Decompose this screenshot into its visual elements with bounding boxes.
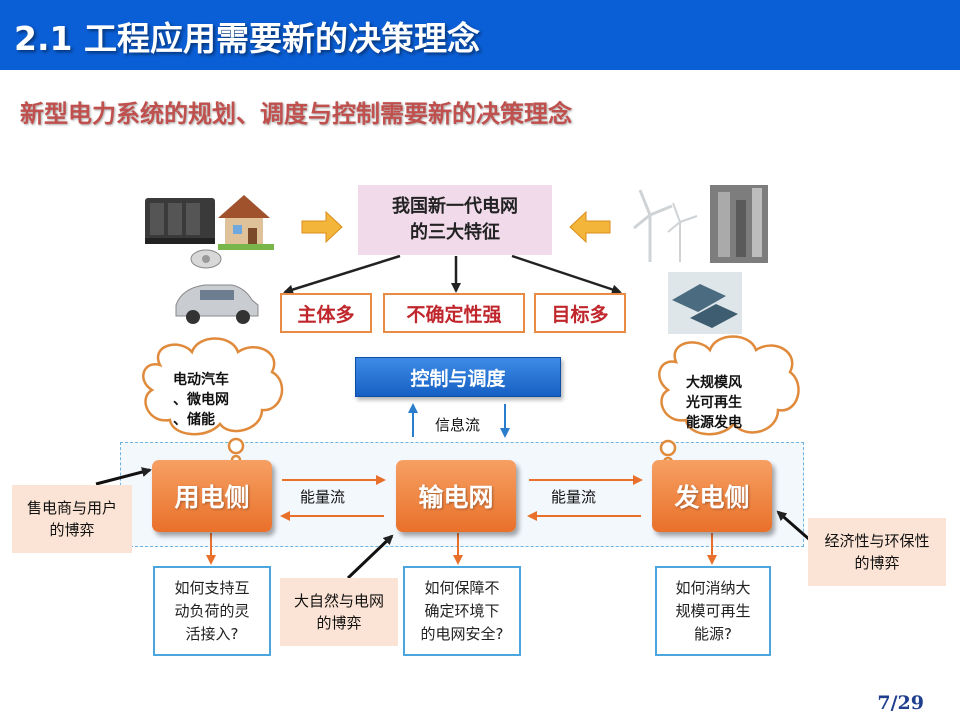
right-block-arrow [569, 210, 611, 244]
page-number: 7/29 [877, 692, 924, 714]
energy-flow-label-left: 能量流 [300, 488, 346, 506]
left-cloud [142, 337, 284, 466]
power-plant-icon [710, 185, 768, 263]
question-grid: 如何保障不 确定环境下 的电网安全? [403, 566, 521, 656]
question-generator: 如何消纳大 规模可再生 能源? [655, 566, 771, 656]
energy-flow-label-right: 能量流 [551, 488, 597, 506]
feature-many-entities: 主体多 [280, 293, 372, 333]
game-econ-env: 经济性与环保性 的博弈 [808, 518, 946, 586]
feature-multi-objective: 目标多 [534, 293, 626, 333]
generator-side-node: 发电侧 [652, 460, 772, 532]
solar-farm-icon [668, 272, 742, 334]
question-consumer: 如何支持互 动负荷的灵 活接入? [153, 566, 271, 656]
feature-uncertainty: 不确定性强 [383, 293, 525, 333]
left-block-arrow [301, 210, 343, 244]
right-cloud [658, 335, 800, 468]
game-nature-grid: 大自然与电网 的博弈 [280, 578, 398, 646]
game-seller-user: 售电商与用户 的博弈 [12, 485, 132, 553]
center-feature-box: 我国新一代电网 的三大特征 [358, 185, 552, 255]
house-icon [218, 195, 274, 250]
control-dispatch-box: 控制与调度 [355, 357, 561, 397]
smart-meter-icon [190, 249, 222, 269]
battery-pack-icon [145, 198, 215, 244]
left-cloud-text: 电动汽车 、微电网 、储能 [173, 372, 229, 428]
info-flow-label: 信息流 [435, 416, 481, 434]
electric-car-icon [175, 284, 259, 324]
wind-turbine-icon [633, 189, 698, 262]
slide-subtitle: 新型电力系统的规划、调度与控制需要新的决策理念 [20, 100, 572, 128]
page-title: 2.1 工程应用需要新的决策理念 [14, 19, 480, 58]
grid-node: 输电网 [396, 460, 516, 532]
header-bar: 2.1 工程应用需要新的决策理念 [0, 0, 960, 70]
right-cloud-text: 大规模风 光可再生 能源发电 [686, 375, 742, 431]
consumer-side-node: 用电侧 [152, 460, 272, 532]
